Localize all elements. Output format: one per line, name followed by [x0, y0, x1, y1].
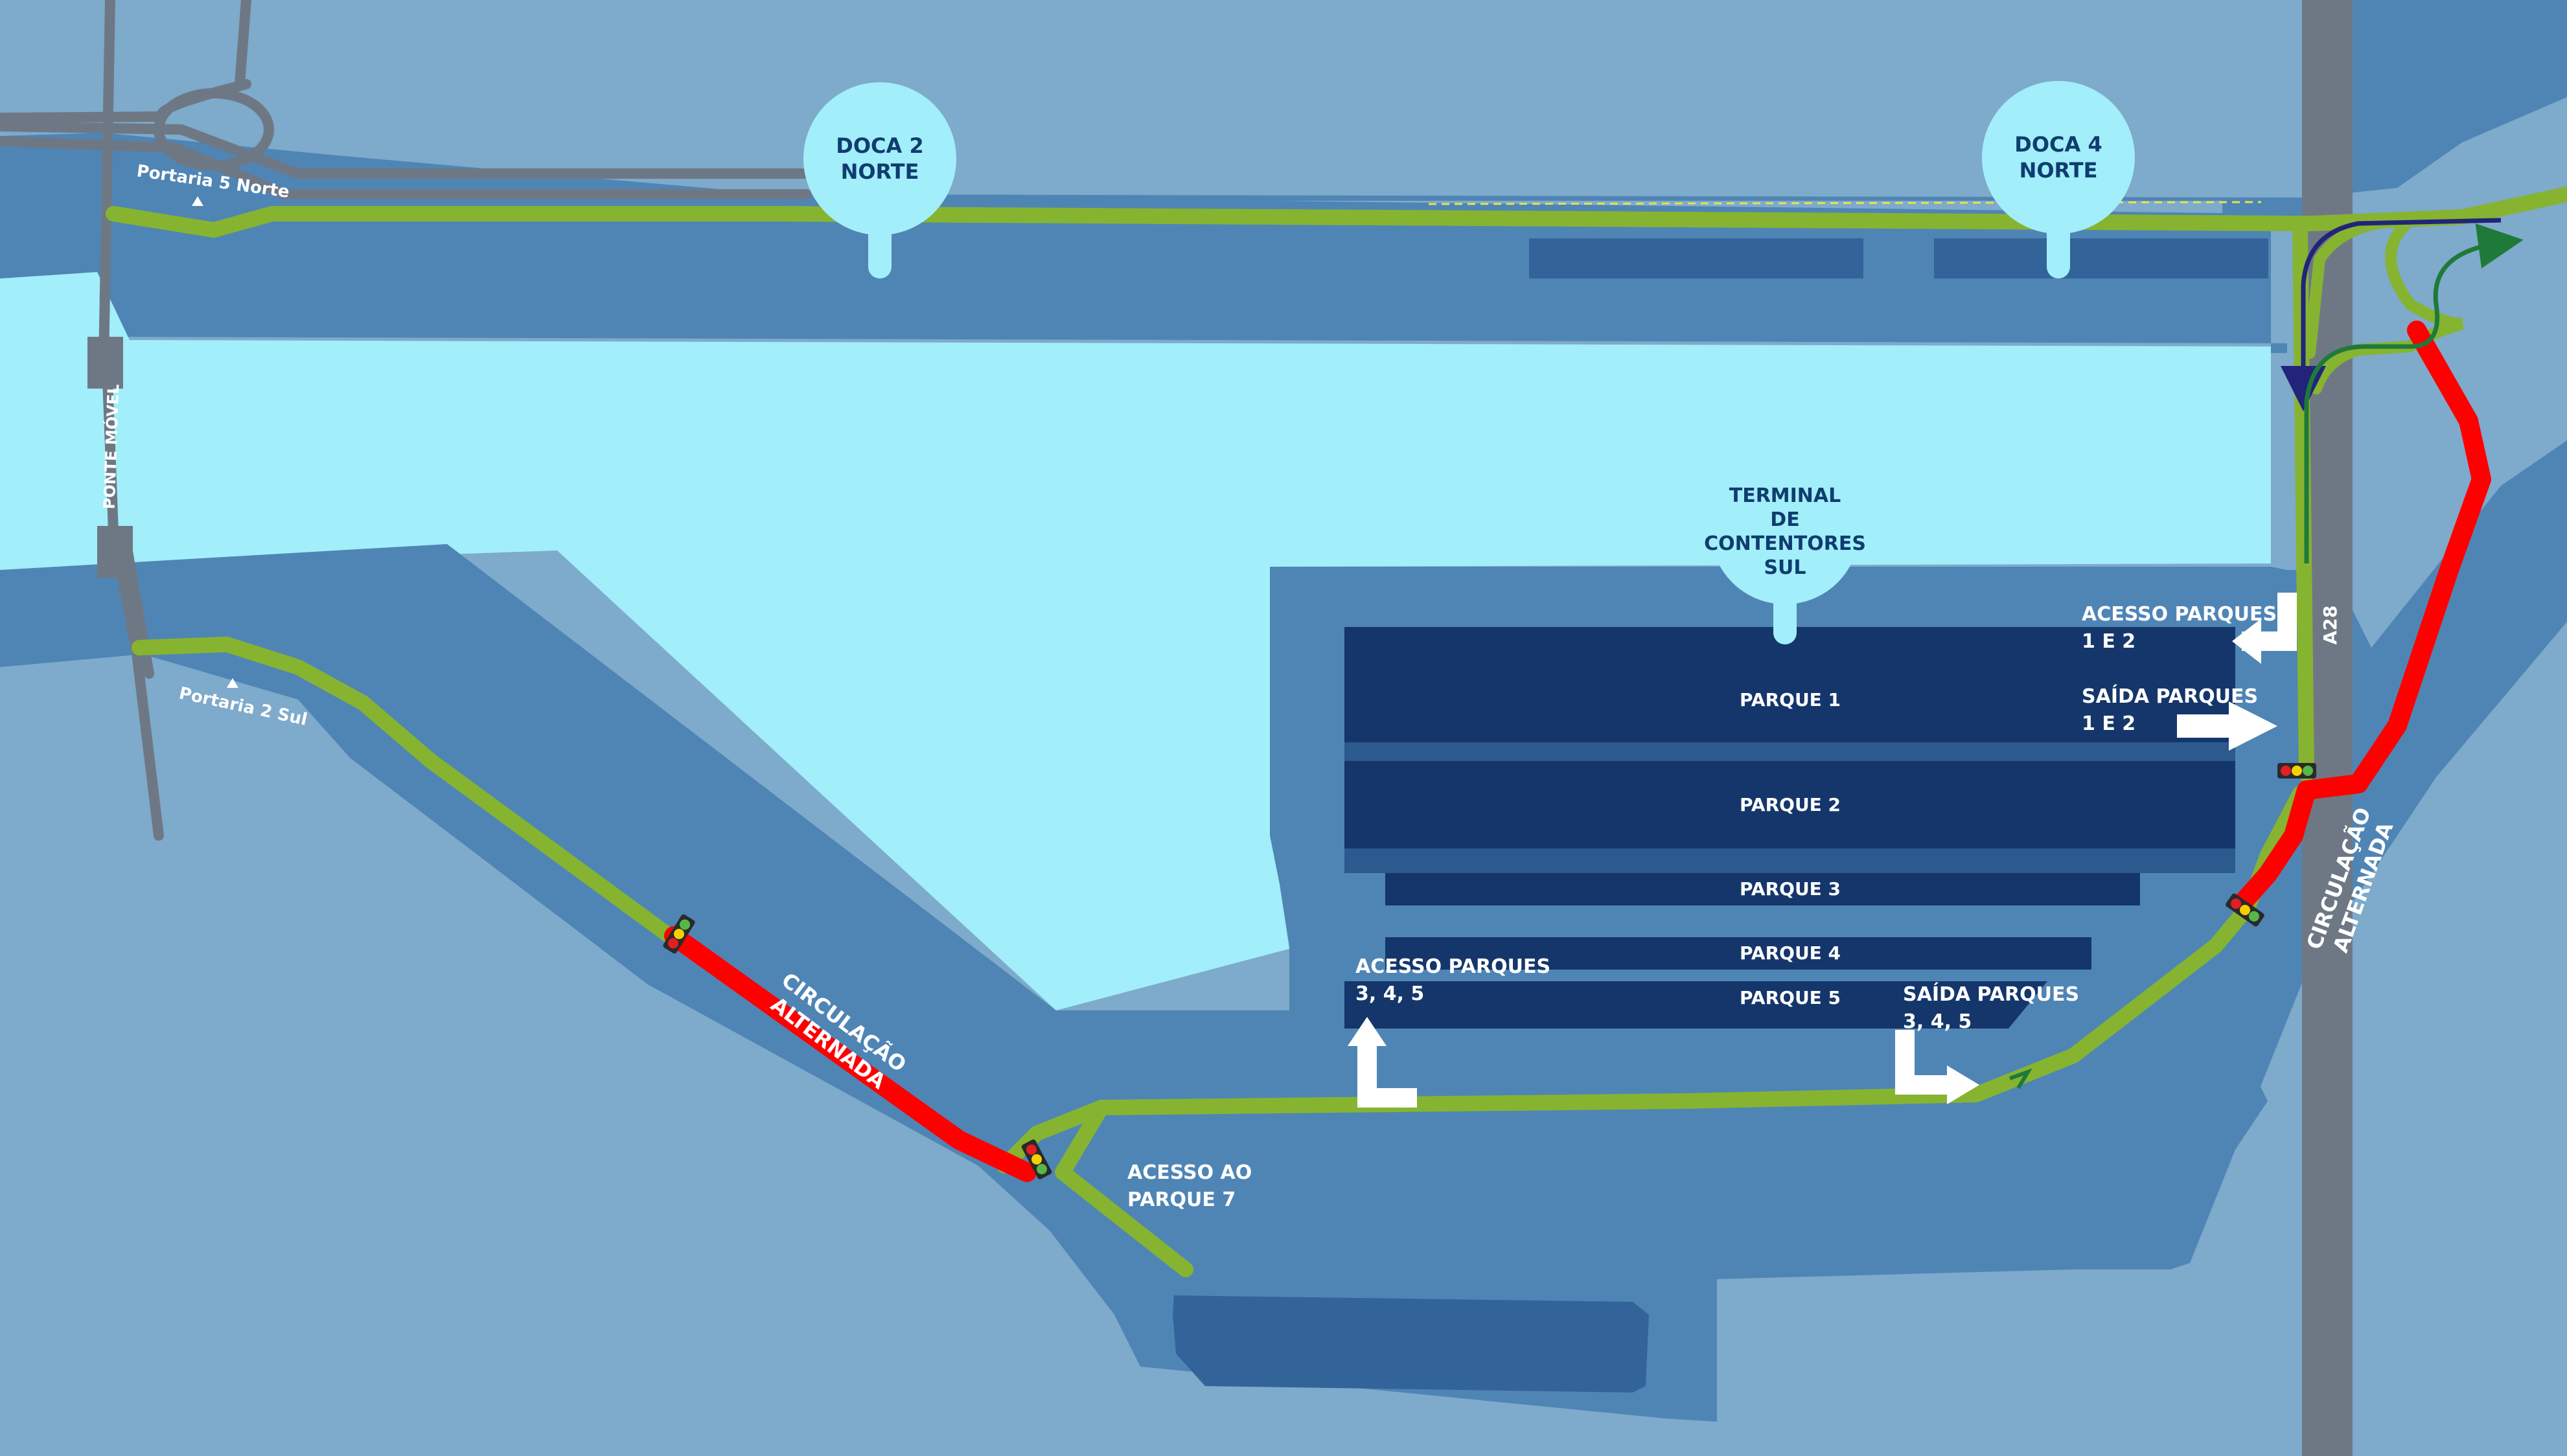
- a28-label: A28: [2320, 606, 2341, 645]
- turn-arrow-icon: [2232, 619, 2261, 664]
- acesso-parque-7-line2: PARQUE 7: [1127, 1189, 1236, 1211]
- callout-terminal: TERMINAL DE CONTENTORES SUL: [1704, 455, 1866, 644]
- saida-parques-345-line1: SAÍDA PARQUES: [1903, 983, 2079, 1006]
- park-4-block: [1385, 937, 2091, 970]
- saida-parques-345-line2: 3, 4, 5: [1903, 1010, 1972, 1033]
- terminal-line3: CONTENTORES: [1704, 532, 1866, 555]
- doca4-line1: DOCA 4: [2014, 132, 2102, 157]
- direction-arrow-icon: [2177, 701, 2277, 751]
- park-3-label: PARQUE 3: [1740, 878, 1841, 900]
- traffic-light-icon: [663, 914, 695, 954]
- park-divider-1: [1344, 742, 2235, 761]
- doca2-line1: DOCA 2: [836, 133, 923, 158]
- park-3-block: [1385, 873, 2140, 905]
- park-5-label: PARQUE 5: [1740, 987, 1841, 1008]
- terminal-line4: SUL: [1764, 556, 1806, 579]
- traffic-light-icon: [1021, 1139, 1052, 1179]
- inner-basin: [0, 272, 2271, 1010]
- direction-arrow-icon: [192, 196, 203, 206]
- south-quay-extension: [2170, 440, 2567, 1269]
- location-pin-icon: [803, 82, 956, 235]
- park-2-label: PARQUE 2: [1740, 794, 1841, 815]
- terminal-line2: DE: [1770, 508, 1799, 531]
- road-network-northwest: [0, 0, 812, 841]
- bridge-segment-south: [97, 526, 133, 578]
- acesso-parques-345-line2: 3, 4, 5: [1355, 983, 1424, 1005]
- park-4-label: PARQUE 4: [1740, 942, 1841, 964]
- direction-arrow-icon: [227, 678, 238, 688]
- doca2-line2: NORTE: [841, 159, 919, 184]
- acesso-parque-7-line1: ACESSO AO: [1127, 1161, 1252, 1184]
- north-quay-strip: [0, 194, 2287, 353]
- storage-block-south: [1173, 1295, 1649, 1393]
- saida-parques-12-line1: SAÍDA PARQUES: [2082, 685, 2258, 708]
- bridge-segment-north: [87, 337, 123, 389]
- flow-arrow-navy: [2281, 218, 2502, 411]
- park-5-block: [1344, 981, 2047, 1029]
- park-1-block: [1344, 627, 2235, 742]
- callout-doca-2: DOCA 2 NORTE: [803, 82, 956, 279]
- acesso-parques-345-line1: ACESSO PARQUES: [1355, 955, 1550, 978]
- acesso-parques-12-line2: 1 E 2: [2082, 630, 2135, 653]
- terminal-line1: TERMINAL: [1729, 484, 1841, 507]
- doca4-line2: NORTE: [2020, 158, 2098, 183]
- turn-arrow-icon: [1348, 1017, 1417, 1108]
- park-2-block: [1344, 761, 2235, 848]
- park-1-label: PARQUE 1: [1740, 689, 1841, 711]
- callout-doca-4: DOCA 4 NORTE: [1982, 81, 2135, 279]
- park-divider-2: [1344, 848, 2235, 873]
- storage-block-north-2: [1934, 238, 2268, 279]
- storage-block-north-1: [1529, 238, 1863, 279]
- flow-arrow-green: [2304, 223, 2524, 563]
- traffic-light-icon: [2277, 763, 2316, 779]
- acesso-parques-12-line1: ACESSO PARQUES: [2082, 603, 2277, 626]
- turn-arrow-icon: [1895, 1030, 1979, 1104]
- location-pin-icon: [1982, 81, 2135, 234]
- location-pin-icon: [1710, 455, 1859, 604]
- dashed-boundary: [1428, 201, 2262, 205]
- alternating-traffic-route: [664, 321, 2491, 1182]
- saida-parques-12-line2: 1 E 2: [2082, 712, 2135, 735]
- traffic-light-icon: [2226, 893, 2264, 927]
- direction-arrow-icon: [2009, 1068, 2032, 1089]
